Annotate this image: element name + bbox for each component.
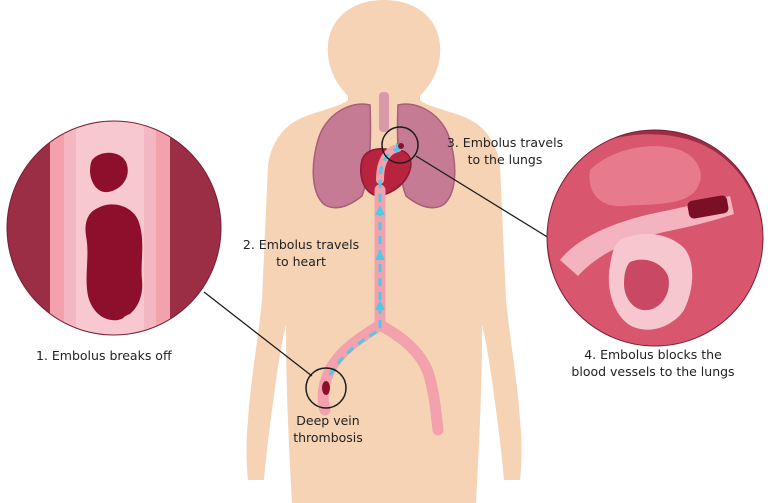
zoom-blocked-vessel [687,195,729,219]
vein-valve-right [118,313,143,327]
vein-right-branch [374,319,444,436]
dvt-clot [322,381,330,395]
zoom-thrombus [85,204,143,321]
label-dvt: Deep vein thrombosis [293,413,363,445]
trachea [379,92,389,132]
connector-left [203,291,313,377]
vein [317,184,386,416]
vein-valve-left [77,313,102,327]
zoom-embolus [89,152,128,193]
label-step4: 4. Embolus blocks the blood vessels to t… [571,347,735,379]
zoom-vein-circle [7,121,221,335]
connector-right [415,155,563,247]
embolus-route [328,146,401,376]
zoom-vein-border [6,120,222,336]
lung-embolus-dot [398,143,404,149]
zoom-heart-circle [547,130,763,346]
label-step2: 2. Embolus travels to heart [242,237,360,269]
route-arrowhead-1 [375,300,385,310]
heart [360,147,412,197]
label-step3: 3. Embolus travels to the lungs [446,135,564,167]
route-arrowhead-2 [375,250,385,260]
zoom-heart-border [546,129,764,347]
dvt-callout-circle [305,367,347,409]
label-step1: 1. Embolus breaks off [36,348,172,363]
route-arrowhead-3 [375,205,385,215]
lung-callout-circle [381,126,419,164]
